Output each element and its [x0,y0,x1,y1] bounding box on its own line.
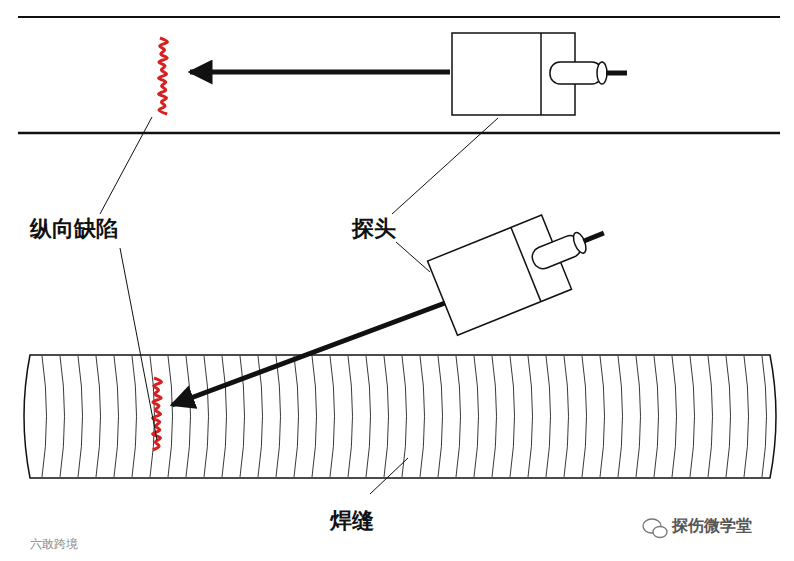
wechat-icon [643,519,667,538]
probe-top [452,33,627,115]
weld-label: 焊缝 [330,508,374,534]
leader-line [396,242,430,272]
longitudinal-defect [153,38,168,450]
probe-angled [428,196,619,335]
weld-bead [24,355,776,478]
plate-edge [18,132,780,135]
leader-line [370,458,408,494]
probe-label: 探头 [352,216,396,242]
leader-line [392,118,498,214]
plate-edge [18,16,780,18]
beam-arrow [190,70,450,75]
leader-line [120,248,157,440]
watermark: 探伤微学堂 [672,516,752,535]
leader-line [100,117,152,214]
watermark: 六敢跨境 [30,537,78,551]
beam-arrow [172,303,445,405]
defect-label: 纵向缺陷 [30,216,118,242]
